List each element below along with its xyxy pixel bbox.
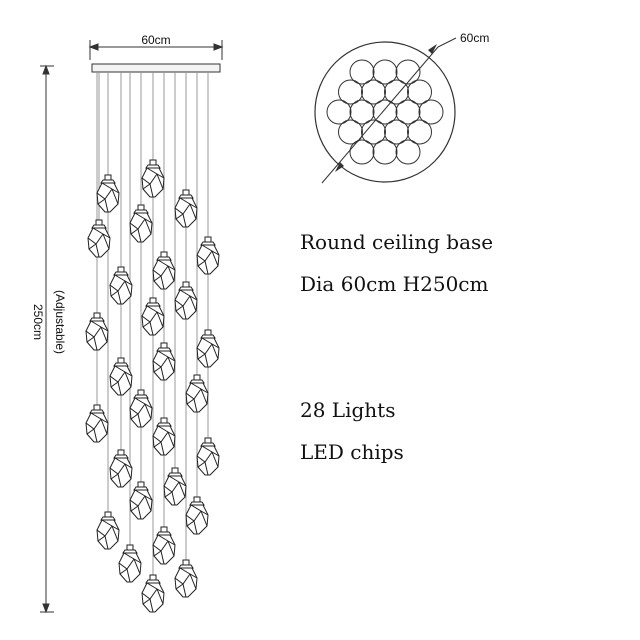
crystal-pendant — [109, 449, 133, 488]
width-label: 60cm — [141, 33, 170, 47]
crystal-pendant — [129, 204, 153, 243]
base-top-view — [314, 37, 457, 184]
crystal-pendant — [141, 574, 165, 613]
bulb-circle — [384, 79, 409, 105]
crystal-pendant — [87, 219, 111, 258]
bulb-circle — [349, 139, 375, 165]
bulb-circle — [338, 79, 363, 105]
bulb-circle — [361, 79, 386, 105]
crystal-pendant — [163, 467, 187, 506]
width-dimension — [88, 40, 224, 60]
crystal-pendant — [85, 404, 109, 443]
crystal-pendant — [152, 251, 176, 290]
bulb-circle — [326, 99, 352, 125]
crystal-pendant — [129, 481, 153, 520]
bulb-circle — [372, 139, 398, 165]
ceiling-canopy — [91, 63, 221, 73]
height-label: 250cm — [31, 304, 45, 340]
crystal-pendant — [85, 312, 109, 351]
crystal-pendant — [141, 159, 165, 198]
bulb-circle — [395, 59, 421, 85]
crystal-pendant — [96, 174, 120, 213]
crystal-pendant — [141, 297, 165, 336]
crystal-pendant — [96, 511, 120, 550]
crystal-pendant — [174, 281, 198, 320]
crystal-pendant — [196, 437, 220, 476]
diameter-label: 60cm — [460, 31, 489, 45]
crystal-pendant — [129, 389, 153, 428]
bulb-circle — [372, 99, 398, 125]
bulb-circle — [338, 119, 363, 145]
bulb-circle — [395, 99, 421, 125]
bulb-circle — [349, 99, 375, 125]
adjustable-label: (Adjustable) — [53, 290, 67, 354]
crystal-pendant — [109, 266, 133, 305]
pendants — [85, 159, 220, 613]
crystal-pendant — [152, 417, 176, 456]
crystal-pendant — [109, 357, 133, 396]
crystal-pendant — [196, 329, 220, 368]
spec-lights: 28 Lights — [300, 398, 396, 422]
bulb-circle — [418, 99, 444, 125]
bulb-circle — [407, 79, 432, 105]
spec-base: Round ceiling base — [300, 230, 494, 254]
bulb-circle — [407, 119, 432, 145]
bulb-circle — [349, 59, 375, 85]
crystal-pendant — [152, 342, 176, 381]
crystal-pendant — [185, 496, 209, 535]
bulb-circle — [384, 119, 409, 145]
crystal-pendant — [118, 544, 142, 583]
bulb-circle — [395, 139, 421, 165]
crystal-pendant — [152, 526, 176, 565]
bulb-circle — [361, 119, 386, 145]
bulb-circle — [372, 59, 398, 85]
spec-size: Dia 60cm H250cm — [300, 272, 489, 296]
crystal-pendant — [174, 559, 198, 598]
height-dimension — [40, 64, 54, 614]
spec-chips: LED chips — [300, 440, 404, 464]
crystal-pendant — [185, 374, 209, 413]
crystal-pendant — [174, 189, 198, 228]
crystal-pendant — [196, 236, 220, 275]
